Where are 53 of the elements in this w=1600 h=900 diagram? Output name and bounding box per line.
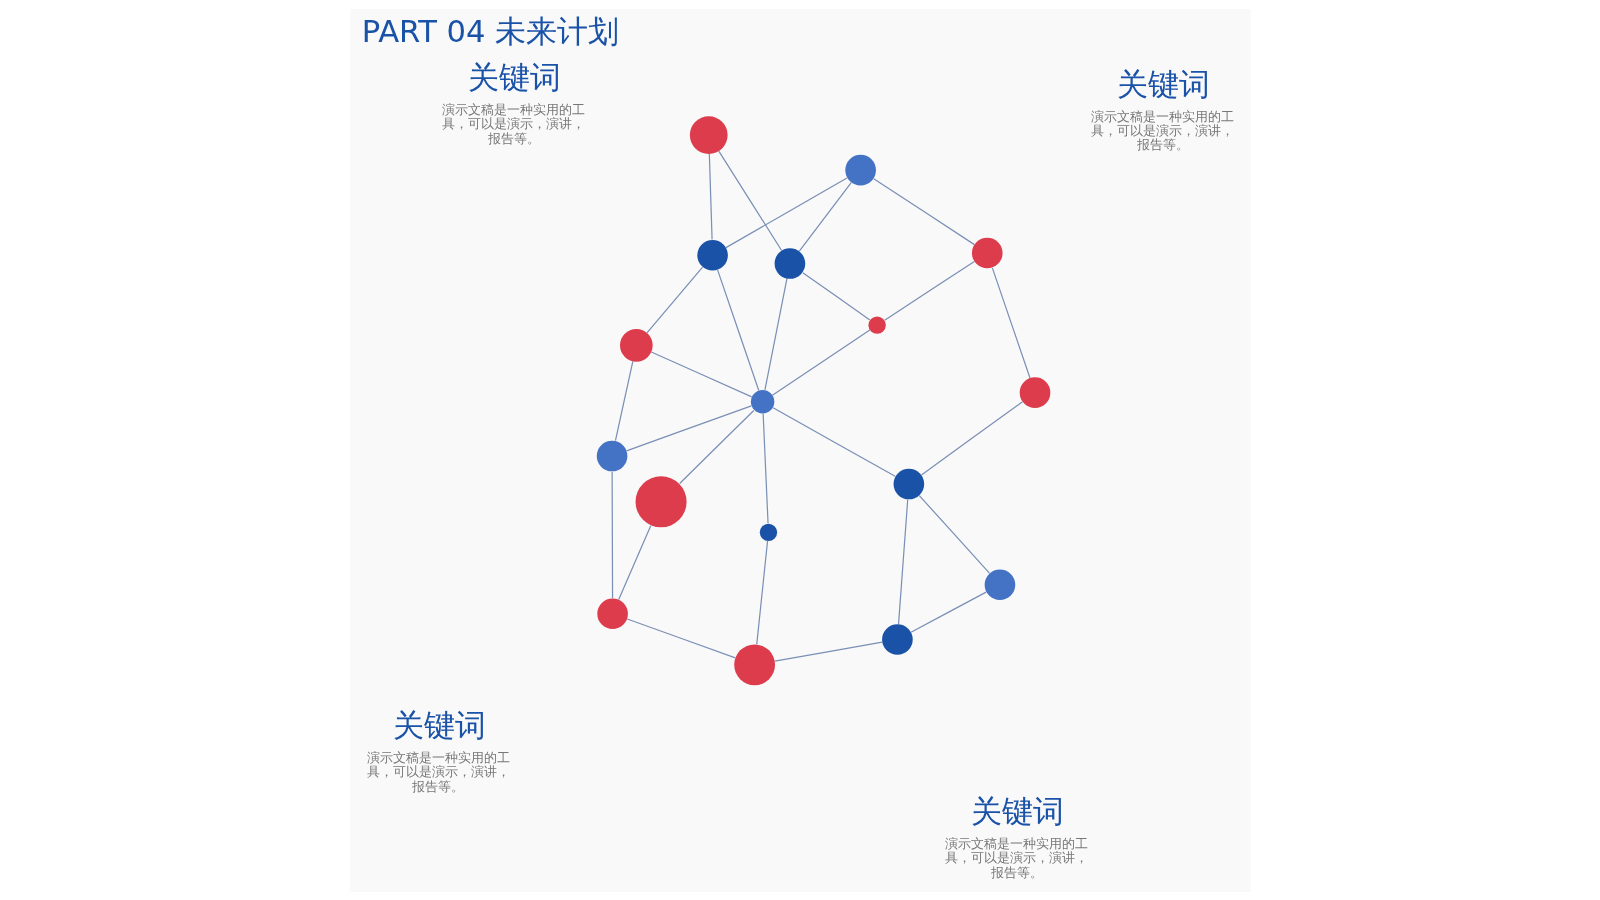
node-label: 演示文稿是一种实用的工具，可以是演示，演讲，报告等。 <box>1090 108 1234 152</box>
connector <box>755 539 768 645</box>
node-circle <box>733 643 775 685</box>
node-circle <box>750 389 774 413</box>
connector <box>625 404 752 451</box>
connector <box>763 277 788 391</box>
connector <box>716 268 759 391</box>
node-circle <box>619 328 653 362</box>
connector <box>614 360 633 441</box>
connector <box>918 494 990 574</box>
connector <box>650 350 752 397</box>
node-circle <box>696 239 728 271</box>
node-circle <box>596 597 628 629</box>
connector <box>991 266 1031 379</box>
node-label: 关键词 <box>392 707 486 743</box>
connector <box>872 177 975 245</box>
connector <box>897 498 908 625</box>
connector <box>617 524 651 600</box>
node-circle <box>596 440 627 471</box>
connector <box>801 271 870 321</box>
connector <box>708 152 713 240</box>
node-circle <box>1019 376 1050 408</box>
connector <box>645 266 703 333</box>
node-circle <box>689 115 728 154</box>
node-circle <box>971 237 1003 268</box>
connector <box>798 181 852 252</box>
connector <box>678 409 754 484</box>
diagram-title: PART 04 未来计划 <box>361 13 619 49</box>
connector <box>909 591 987 633</box>
node-circle <box>635 475 687 527</box>
node-circle <box>984 569 1015 600</box>
connector <box>772 406 896 477</box>
node-circle <box>867 315 886 334</box>
node-label: 关键词 <box>970 793 1064 829</box>
connector <box>762 412 769 524</box>
connector <box>771 328 870 396</box>
connector <box>724 176 848 248</box>
connector <box>626 617 736 658</box>
node-circle <box>881 623 913 655</box>
node-circle <box>774 247 805 279</box>
connector <box>773 641 883 662</box>
node-circle <box>844 154 876 185</box>
node-circle <box>893 468 924 499</box>
node-label: 演示文稿是一种实用的工具，可以是演示，演讲，报告等。 <box>944 835 1088 880</box>
connector <box>717 150 782 251</box>
node-label: 演示文稿是一种实用的工具，可以是演示，演讲，报告等。 <box>366 749 510 794</box>
node-label: 演示文稿是一种实用的工具，可以是演示，演讲，报告等。 <box>442 101 585 146</box>
connector <box>883 260 975 321</box>
node-label: 关键词 <box>1116 66 1210 102</box>
connector <box>611 470 613 599</box>
node-label: 关键词 <box>467 59 561 95</box>
node-circle <box>759 523 777 541</box>
connector <box>920 400 1023 476</box>
